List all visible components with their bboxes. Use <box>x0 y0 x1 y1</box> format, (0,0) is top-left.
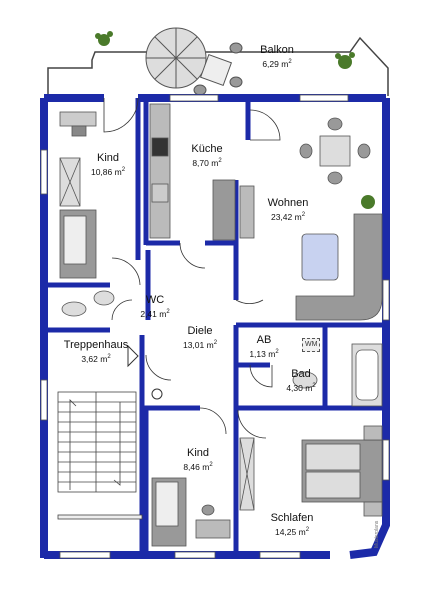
room-name: Treppenhaus <box>63 339 129 351</box>
room-area: 1,13 m2 <box>249 348 279 359</box>
room-name: Bad <box>291 368 311 380</box>
room-area: 4,30 m2 <box>286 382 316 393</box>
kind2-furniture <box>151 437 255 547</box>
shaft-icon <box>151 388 163 400</box>
washing-machine-label: WM <box>302 338 321 352</box>
room-label-ab: AB 1,13 m2 <box>244 334 284 360</box>
room-name: Kind <box>96 152 120 164</box>
room-area: 8,70 m2 <box>192 157 222 168</box>
bathroom-fixtures <box>292 343 383 407</box>
bed-double-icon <box>301 425 383 517</box>
kind1-furniture <box>59 111 97 279</box>
staircase <box>57 391 143 520</box>
room-area: 6,29 m2 <box>262 58 292 69</box>
credit-text: Musterplans <box>374 520 380 548</box>
wc-fixtures <box>61 290 115 317</box>
room-label-wohnen: Wohnen 23,42 m2 <box>258 197 318 223</box>
balcony-outline <box>47 36 389 96</box>
room-label-kind-1: Kind 10,86 m2 <box>80 152 136 178</box>
room-label-schlafen: Schlafen 14,25 m2 <box>260 512 324 538</box>
room-name: Balkon <box>260 44 294 56</box>
room-label-treppenhaus: Treppenhaus 3,62 m2 <box>56 339 136 365</box>
window-marks <box>40 94 390 559</box>
room-name: Wohnen <box>267 197 309 209</box>
plant-icon <box>95 31 355 69</box>
room-area: 23,42 m2 <box>270 211 306 222</box>
door-swings <box>103 97 281 439</box>
room-label-wc: WC 2,41 m2 <box>134 294 176 320</box>
room-label-kind-2: Kind 8,46 m2 <box>172 447 224 473</box>
room-label-balkon: Balkon 6,29 m2 <box>250 44 304 70</box>
room-name: Kind <box>186 447 210 459</box>
plant-icon <box>361 195 375 209</box>
room-label-diele: Diele 13,01 m2 <box>172 325 228 351</box>
entrance-arrow-icon <box>127 344 139 368</box>
room-area: 3,62 m2 <box>81 353 111 364</box>
room-area: 2,41 m2 <box>140 308 170 319</box>
room-name: Küche <box>191 143 223 155</box>
room-label-kueche: Küche 8,70 m2 <box>182 143 232 169</box>
room-area: 8,46 m2 <box>183 461 213 472</box>
room-name: Schlafen <box>270 512 314 524</box>
room-name: AB <box>256 334 272 346</box>
room-label-bad: Bad 4,30 m2 <box>278 368 324 394</box>
room-name: WC <box>145 294 165 306</box>
room-area: 10,86 m2 <box>90 166 126 177</box>
room-area: 13,01 m2 <box>182 339 218 350</box>
room-name: Diele <box>187 325 213 337</box>
interior-walls <box>44 98 386 555</box>
balcony-table-icon <box>145 27 243 96</box>
room-area: 14,25 m2 <box>274 526 310 537</box>
kitchen-counter <box>149 103 236 241</box>
living-furniture <box>239 117 383 321</box>
